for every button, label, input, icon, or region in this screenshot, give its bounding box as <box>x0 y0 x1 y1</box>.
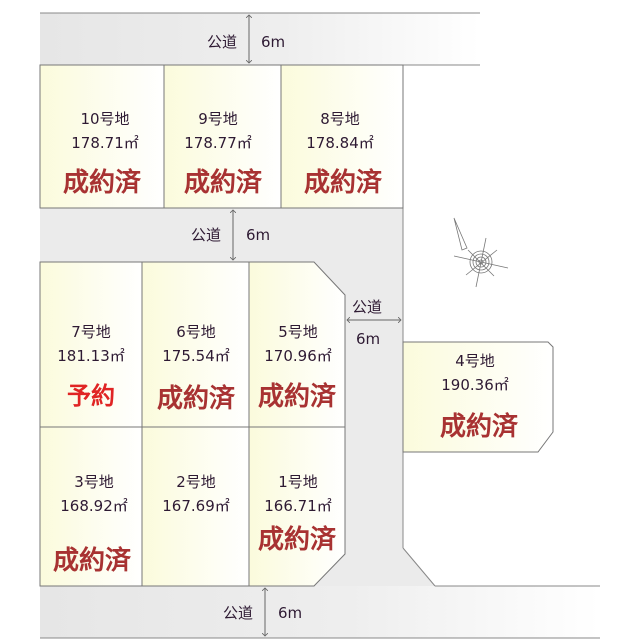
lot-number: 1号地 <box>278 473 318 491</box>
lot-1-labels: 1号地 166.71㎡ 成約済 <box>258 473 337 555</box>
status-sold: 成約済 <box>258 381 337 412</box>
road-label: 公道 <box>207 33 237 51</box>
lot-number: 3号地 <box>74 473 114 491</box>
lot-number: 5号地 <box>278 323 318 341</box>
lot-number: 2号地 <box>176 473 216 491</box>
lot-number: 10号地 <box>80 110 129 128</box>
road-label: 公道 <box>352 298 382 316</box>
status-sold: 成約済 <box>53 545 132 576</box>
lot-area: 181.13㎡ <box>57 347 125 365</box>
status-reserved: 予約 <box>67 382 115 410</box>
lot-area: 178.84㎡ <box>306 134 374 152</box>
status-sold: 成約済 <box>184 167 263 198</box>
lot-4-labels: 4号地 190.36㎡ 成約済 <box>440 352 519 442</box>
road-width: 6m <box>278 604 302 622</box>
lot-5-labels: 5号地 170.96㎡ 成約済 <box>258 323 337 412</box>
lot-8[interactable] <box>280 64 404 209</box>
lot-number: 8号地 <box>320 110 360 128</box>
lot-area: 170.96㎡ <box>264 347 332 365</box>
lot-3[interactable] <box>39 426 143 587</box>
lot-area: 175.54㎡ <box>162 347 230 365</box>
status-sold: 成約済 <box>304 167 383 198</box>
road-width: 6m <box>261 33 285 51</box>
lot-area: 190.36㎡ <box>441 376 509 394</box>
lot-area: 167.69㎡ <box>162 497 230 515</box>
north-compass-icon <box>453 217 509 288</box>
road-width: 6m <box>356 330 380 348</box>
road-top: 公道 6m <box>40 12 480 66</box>
lot-6-labels: 6号地 175.54㎡ 成約済 <box>157 323 236 414</box>
lot-number: 4号地 <box>455 352 495 370</box>
lot-number: 6号地 <box>176 323 216 341</box>
road-width: 6m <box>246 226 270 244</box>
lot-3-labels: 3号地 168.92㎡ 成約済 <box>53 473 132 576</box>
lot-number: 9号地 <box>198 110 238 128</box>
lot-area: 168.92㎡ <box>60 497 128 515</box>
lot-area: 166.71㎡ <box>264 497 332 515</box>
status-sold: 成約済 <box>440 411 519 442</box>
status-sold: 成約済 <box>258 524 337 555</box>
lot-1[interactable] <box>248 426 346 587</box>
lot-10[interactable] <box>39 64 165 209</box>
lot-2-labels: 2号地 167.69㎡ <box>162 473 230 515</box>
lot-4[interactable] <box>402 341 554 453</box>
lot-10-labels: 10号地 178.71㎡ 成約済 <box>63 110 142 198</box>
road-bottom: 公道 6m <box>40 65 600 639</box>
lot-8-labels: 8号地 178.84㎡ 成約済 <box>304 110 383 198</box>
status-sold: 成約済 <box>157 383 236 414</box>
lot-7-labels: 7号地 181.13㎡ 予約 <box>57 323 125 410</box>
road-label: 公道 <box>223 604 253 622</box>
lot-7[interactable] <box>39 261 143 428</box>
road-label: 公道 <box>191 226 221 244</box>
lot-area: 178.71㎡ <box>71 134 139 152</box>
lot-5[interactable] <box>248 261 346 428</box>
status-sold: 成約済 <box>63 167 142 198</box>
lot-number: 7号地 <box>71 323 111 341</box>
lot-9[interactable] <box>163 64 282 209</box>
lot-9-labels: 9号地 178.77㎡ 成約済 <box>184 110 263 198</box>
lot-area: 178.77㎡ <box>184 134 252 152</box>
